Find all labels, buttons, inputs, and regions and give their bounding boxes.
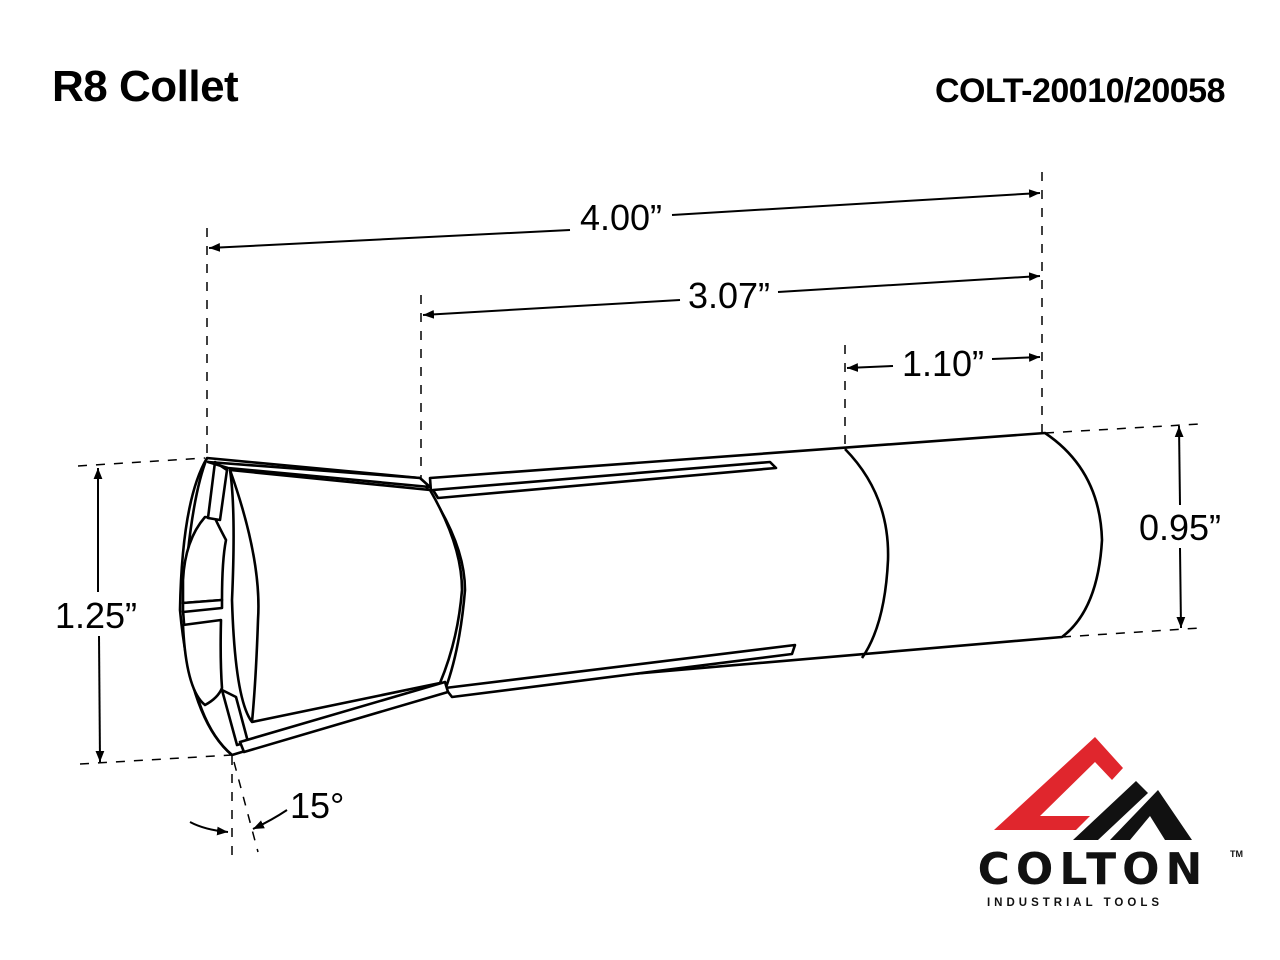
colton-logo: COLTON TM INDUSTRIAL TOOLS (978, 737, 1243, 909)
dim-overall-length: 4.00” (580, 197, 662, 238)
logo-black-mark-2 (1110, 790, 1192, 840)
dim-shank-diameter: 0.95” (1139, 507, 1221, 548)
part-number: COLT-20010/20058 (935, 72, 1226, 110)
dim-taper-angle: 15° (290, 785, 344, 826)
dim-shank-end-length: 1.10” (902, 343, 984, 384)
collet-outline (178, 431, 1104, 757)
extension-lines (77, 172, 1201, 855)
logo-black-mark-1 (1073, 781, 1148, 840)
dim-body-length: 3.07” (688, 275, 770, 316)
logo-red-mark (994, 737, 1123, 830)
logo-tagline: INDUSTRIAL TOOLS (987, 897, 1163, 909)
dim-head-diameter: 1.25” (55, 595, 137, 636)
dimension-lines (93, 189, 1186, 836)
logo-brand: COLTON (978, 844, 1209, 895)
page-title: R8 Collet (52, 62, 239, 111)
logo-trademark: TM (1230, 849, 1243, 859)
